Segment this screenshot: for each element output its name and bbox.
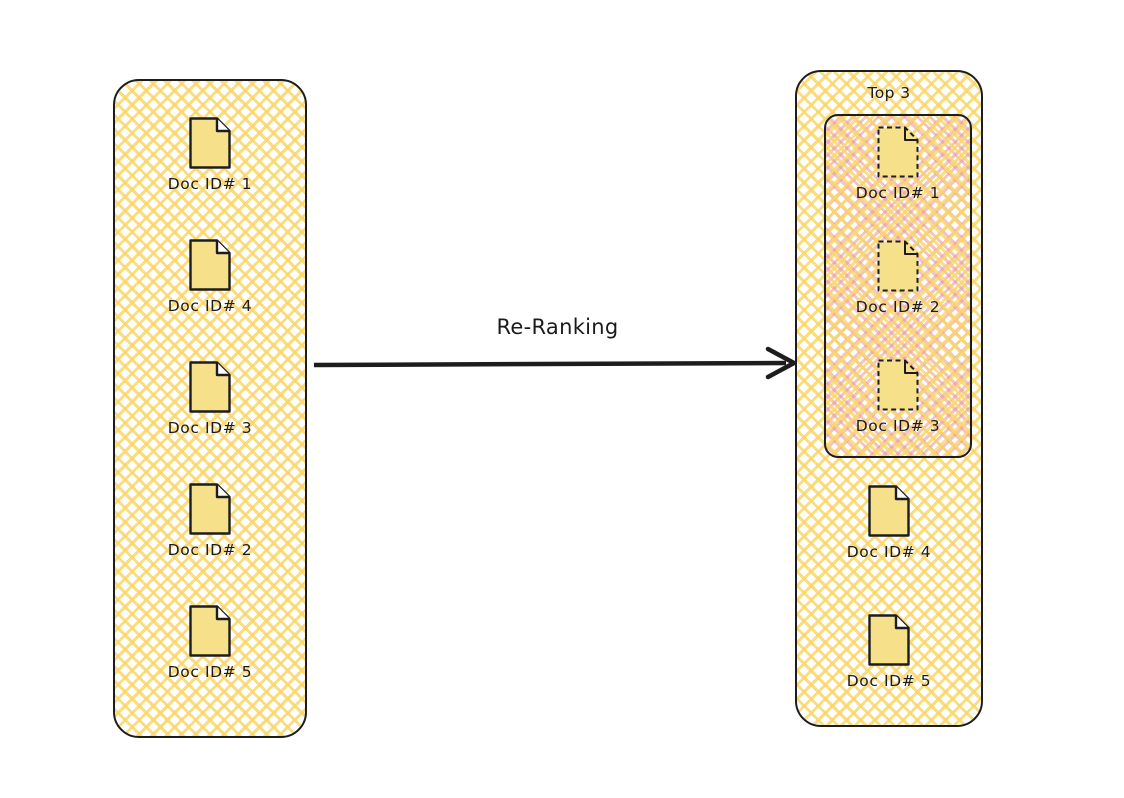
- document-icon: [877, 240, 919, 292]
- list-item[interactable]: Doc ID# 2: [140, 483, 280, 559]
- list-item[interactable]: Doc ID# 3: [828, 359, 968, 435]
- list-item[interactable]: Doc ID# 1: [828, 126, 968, 202]
- list-item-label: Doc ID# 3: [167, 419, 253, 437]
- list-item[interactable]: Doc ID# 1: [140, 117, 280, 193]
- list-item-label: Doc ID# 1: [167, 175, 253, 193]
- document-icon: [189, 361, 231, 413]
- list-item[interactable]: Doc ID# 2: [828, 240, 968, 316]
- list-item[interactable]: Doc ID# 5: [140, 605, 280, 681]
- group-title-top3: Top 3: [867, 84, 911, 102]
- document-icon: [877, 359, 919, 411]
- list-item-label: Doc ID# 5: [167, 663, 253, 681]
- list-item-label: Doc ID# 4: [846, 543, 932, 561]
- document-icon: [189, 605, 231, 657]
- document-icon: [189, 483, 231, 535]
- list-item[interactable]: Doc ID# 4: [140, 239, 280, 315]
- list-item[interactable]: Doc ID# 3: [140, 361, 280, 437]
- arrow-right-icon: [313, 346, 797, 380]
- list-item[interactable]: Doc ID# 5: [819, 614, 959, 690]
- reranked-results-panel: Top 3 Doc ID# 1 Doc ID# 2: [795, 70, 983, 727]
- document-icon: [868, 485, 910, 537]
- document-icon: [189, 239, 231, 291]
- list-item-label: Doc ID# 2: [855, 298, 941, 316]
- initial-ranking-panel: Doc ID# 1 Doc ID# 4 Doc ID# 3 Doc ID# 2: [113, 79, 307, 738]
- document-icon: [189, 117, 231, 169]
- arrow-label: Re-Ranking: [496, 315, 619, 339]
- list-item[interactable]: Doc ID# 4: [819, 485, 959, 561]
- list-item-label: Doc ID# 1: [855, 184, 941, 202]
- reranking-arrow-group: Re-Ranking: [310, 315, 805, 385]
- list-item-label: Doc ID# 3: [855, 417, 941, 435]
- list-item-label: Doc ID# 2: [167, 541, 253, 559]
- top3-group-box: Doc ID# 1 Doc ID# 2 Doc ID# 3: [824, 114, 972, 458]
- list-item-label: Doc ID# 5: [846, 672, 932, 690]
- document-icon: [877, 126, 919, 178]
- document-icon: [868, 614, 910, 666]
- list-item-label: Doc ID# 4: [167, 297, 253, 315]
